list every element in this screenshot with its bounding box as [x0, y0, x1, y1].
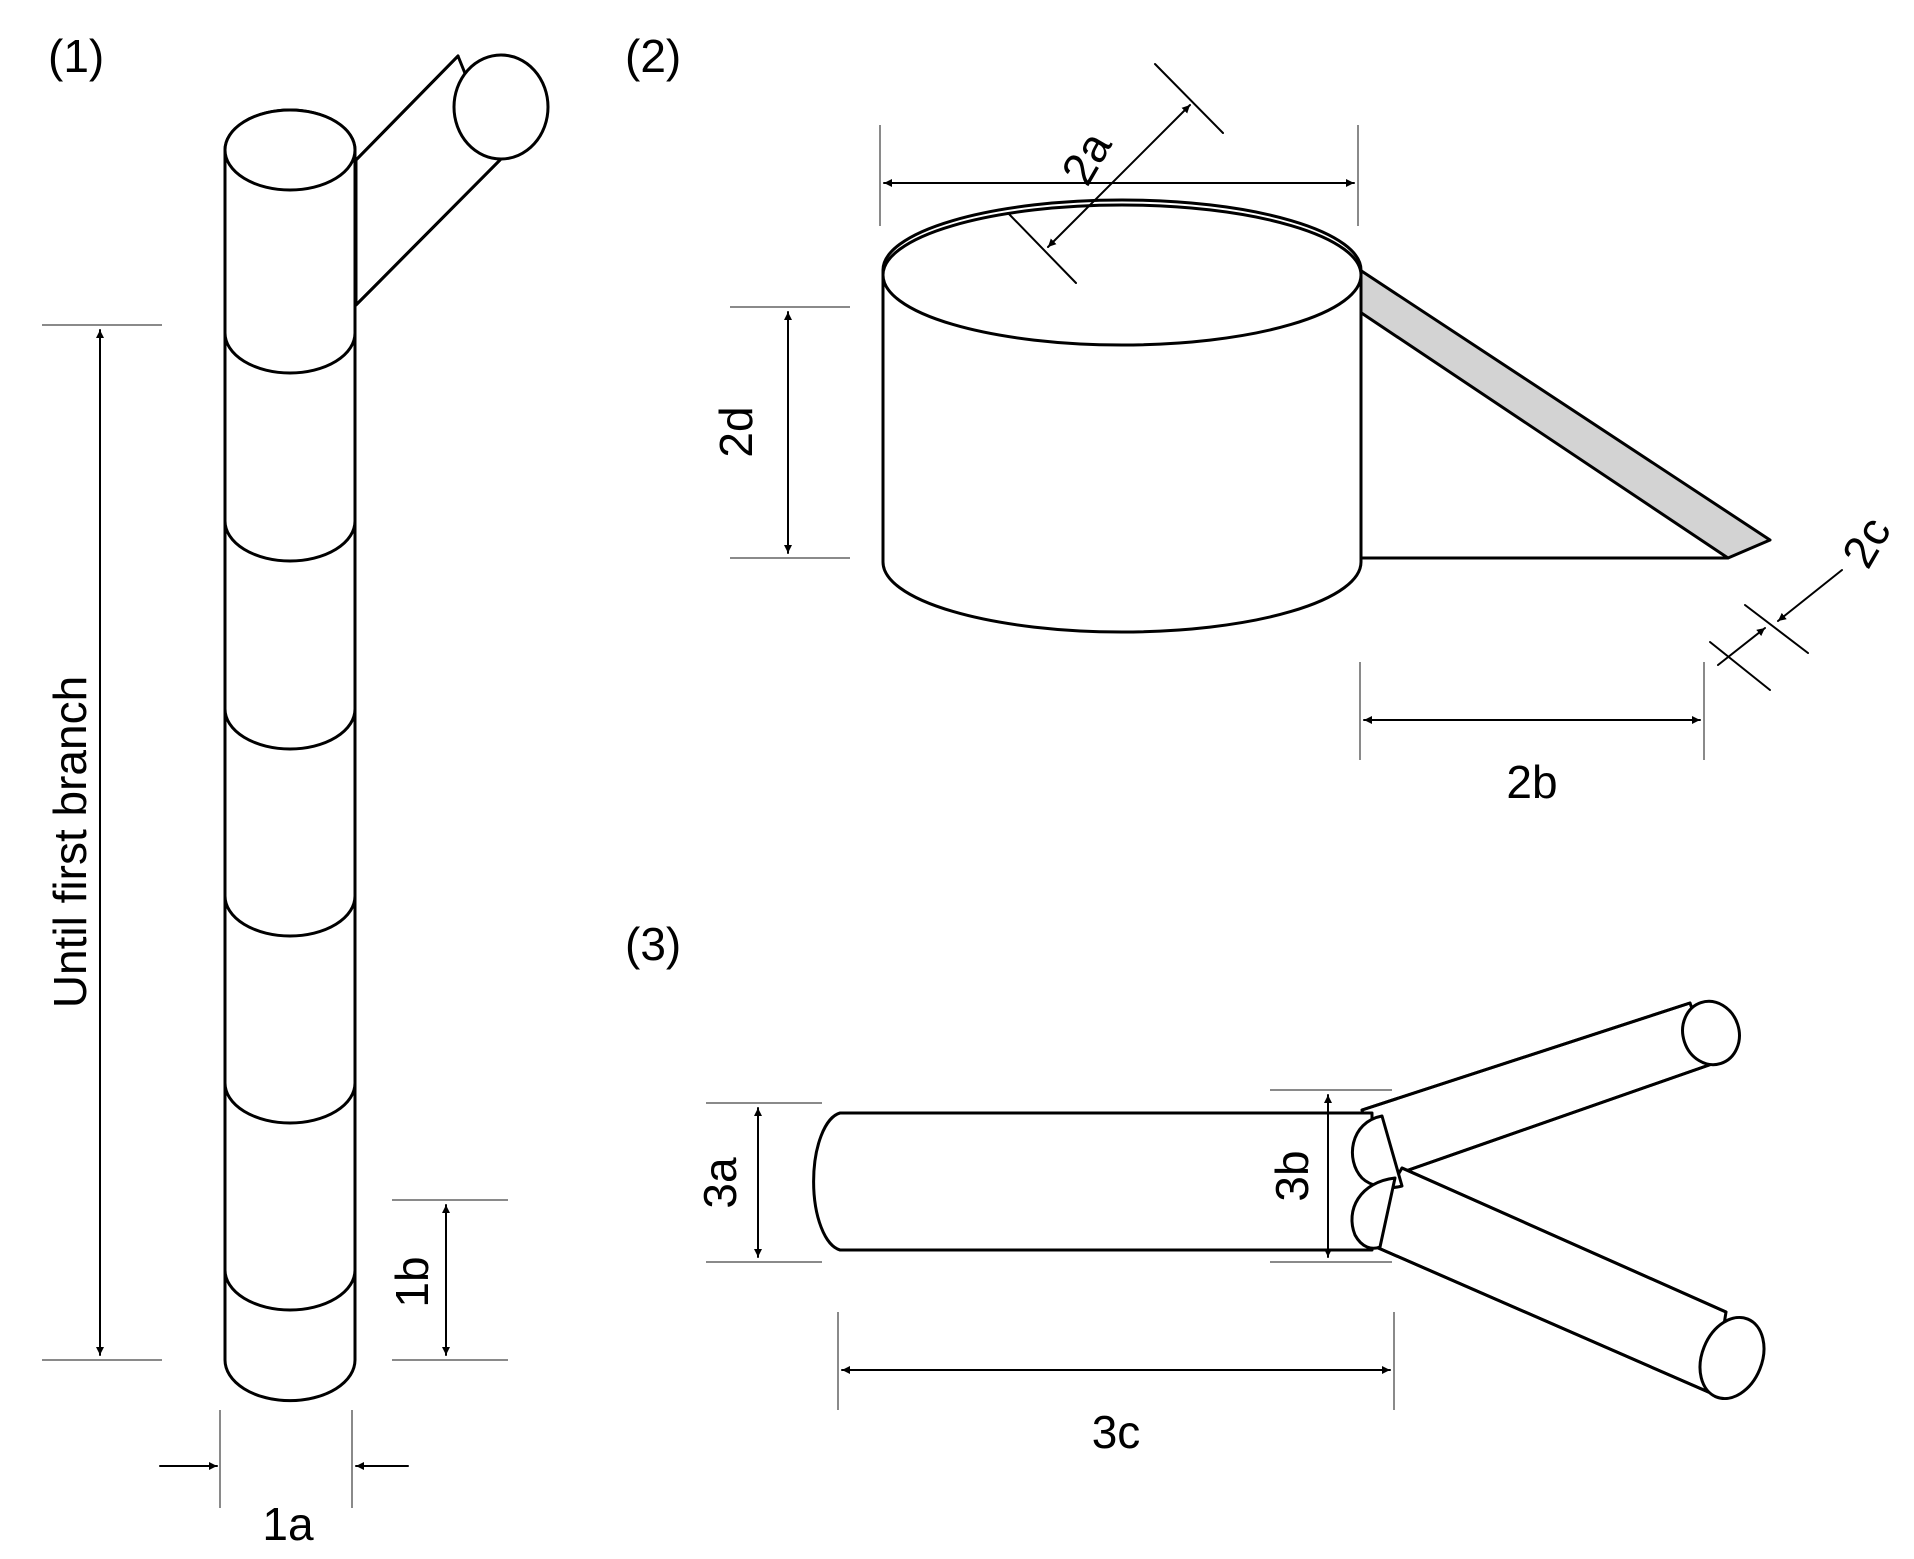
dimension-1a: 1a: [159, 1410, 409, 1550]
dimension-3a: 3a: [694, 1102, 822, 1263]
dimension-3b: 3b: [1266, 1089, 1392, 1263]
dimension-until-first-branch: Until first branch: [42, 324, 162, 1361]
felling-notch-wedge: [1358, 268, 1772, 560]
dim-3a-label: 3a: [694, 1157, 746, 1209]
panel-3: (3) 3a: [625, 918, 1766, 1458]
lower-fork-branch: [1358, 1166, 1766, 1401]
dim-3b-label: 3b: [1266, 1150, 1318, 1201]
panel-2: (2) 2a 2d: [625, 30, 1901, 808]
dimension-2b: 2b: [1359, 662, 1705, 808]
branch-cylinder: [354, 53, 550, 307]
dimension-2d: 2d: [710, 306, 850, 559]
panel-1-label: (1): [48, 30, 104, 82]
dimension-1b: 1b: [386, 1199, 508, 1361]
trunk-cylinder: [223, 108, 357, 1403]
dim-2b-label: 2b: [1506, 756, 1557, 808]
panel-3-label: (3): [625, 918, 681, 970]
dim-3c-label: 3c: [1092, 1406, 1141, 1458]
dim-2c-label: 2c: [1831, 508, 1900, 576]
dim-1a-label: 1a: [262, 1498, 314, 1550]
panel-2-label: (2): [625, 30, 681, 82]
dim-2d-label: 2d: [710, 406, 762, 457]
upper-fork-branch: [1360, 999, 1741, 1182]
stump-cylinder: [881, 198, 1363, 634]
main-log: [812, 1111, 1404, 1252]
until-first-branch-label: Until first branch: [44, 676, 96, 1008]
panel-1: (1) Until first branch: [42, 30, 550, 1550]
dim-1b-label: 1b: [386, 1256, 438, 1307]
dimension-3c: 3c: [837, 1312, 1395, 1458]
